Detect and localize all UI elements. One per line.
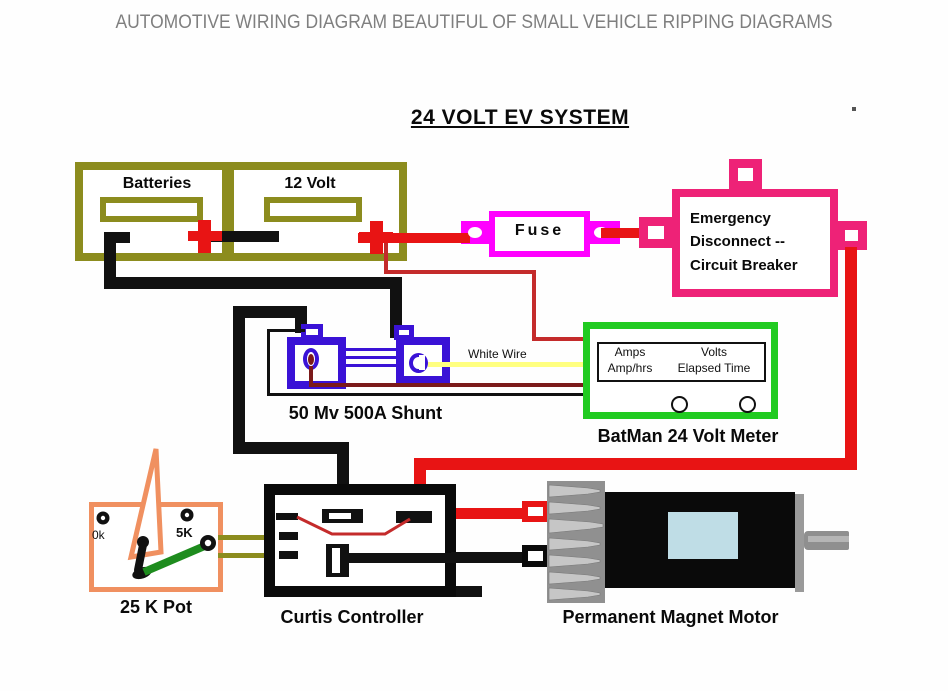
pot-wiper-ring-inner — [204, 539, 212, 547]
breaker-box — [672, 189, 838, 297]
breaker-tab-top — [729, 159, 762, 190]
wire-throttle-red — [296, 515, 411, 536]
wire-volt-sense-4 — [532, 337, 586, 341]
meter-col2: Volts Elapsed Time — [668, 345, 760, 376]
wire-volt-sense-2 — [384, 270, 536, 274]
breaker-tab-left — [639, 217, 673, 248]
motor-nameplate — [668, 512, 738, 559]
controller-terminal-left2 — [279, 532, 298, 540]
wire-negative-run — [104, 277, 402, 289]
pot-green-arm — [142, 541, 209, 576]
breaker-label-line3: Circuit Breaker — [690, 256, 798, 274]
shunt-label: 50 Mv 500A Shunt — [288, 403, 443, 423]
wire-pot-olive-2 — [218, 553, 286, 558]
wire-volt-sense-3 — [532, 270, 536, 341]
controller-terminal-left1 — [276, 513, 298, 520]
meter-col2-line1: Volts — [700, 345, 727, 359]
stray-dot — [852, 107, 856, 111]
diagram-title: 24 VOLT EV SYSTEM — [410, 106, 630, 129]
controller-bottom-extension — [456, 586, 482, 597]
wire-breaker-down — [845, 247, 857, 470]
breaker-label-line1: Emergency — [690, 210, 771, 227]
wire-battery-negative-stub — [106, 232, 130, 243]
white-wire-label: White Wire — [468, 347, 527, 361]
meter-col2-line2: Elapsed Time — [677, 360, 751, 375]
pot-black-arm — [134, 541, 147, 574]
motor-shaft-highlight — [808, 536, 849, 542]
fuse-hole-left — [468, 227, 482, 238]
motor-end-cap — [795, 494, 804, 592]
motor-label: Permanent Magnet Motor — [562, 607, 779, 627]
wire-fuse-to-breaker — [601, 228, 668, 238]
shunt-bar-1 — [345, 348, 397, 351]
pot-contact-rings — [96, 508, 194, 525]
shunt-bar-2 — [345, 356, 397, 359]
meter-col1-line1: Amps — [614, 345, 646, 359]
battery-cell-symbol-left — [100, 197, 203, 222]
fuse-box — [489, 211, 590, 257]
wire-shunt-b-1 — [233, 306, 307, 318]
wire-negative-to-shunt — [390, 277, 402, 338]
meter-display — [597, 342, 766, 382]
meter-button-right[interactable] — [739, 396, 756, 413]
wire-volt-sense-1 — [384, 243, 388, 274]
pot-label: 25 K Pot — [119, 597, 193, 617]
breaker-label-line2: Disconnect -- — [690, 233, 786, 251]
breaker-tab-right — [836, 221, 867, 250]
motor-fin-block — [547, 481, 605, 603]
controller-box — [264, 484, 456, 597]
wire-yellow-white-wire — [428, 362, 586, 367]
shunt-left-terminal-dot — [308, 354, 314, 365]
wire-battery-negative-down — [104, 232, 116, 289]
wire-battery-to-fuse — [358, 233, 470, 243]
controller-m-line — [349, 553, 456, 563]
wire-shunt-b-3 — [233, 442, 349, 454]
shunt-right-terminal-gap — [419, 355, 425, 370]
motor-connector-positive — [522, 501, 549, 522]
battery-left-label: Batteries — [122, 175, 192, 192]
wire-red-to-motor — [420, 508, 526, 519]
battery-right-label: 12 Volt — [284, 175, 336, 192]
motor-connector-negative — [522, 545, 549, 567]
fuse-label: Fuse — [514, 222, 565, 239]
controller-terminal-top-slot — [329, 513, 351, 519]
controller-label: Curtis Controller — [280, 607, 424, 627]
battery-cell-symbol-right — [264, 197, 362, 222]
controller-contactor-slot — [332, 548, 340, 573]
wire-battery-series-link — [205, 231, 279, 242]
wire-sense-maroon-1 — [309, 366, 313, 387]
meter-button-left[interactable] — [671, 396, 688, 413]
wire-sense-maroon-2 — [309, 383, 586, 387]
breaker-label: Emergency Disconnect -- Circuit Breaker — [690, 207, 798, 277]
wire-sense-black-2 — [267, 329, 270, 396]
meter-col1: Amps Amp/hrs — [599, 345, 661, 376]
pot-5k-label: 5K — [176, 525, 193, 540]
meter-col1-line2: Amp/hrs — [607, 360, 653, 375]
wire-shunt-b-2 — [233, 306, 245, 454]
pot-zero-label: 0k — [92, 528, 105, 542]
controller-terminal-left3 — [279, 551, 298, 559]
pot-lever-triangle — [127, 448, 164, 561]
wire-controller-to-motor — [451, 552, 526, 563]
wire-sense-black-3 — [267, 393, 586, 396]
wire-sense-black-1 — [267, 329, 305, 332]
shunt-bar-3 — [345, 364, 397, 367]
wire-pot-olive-1 — [218, 535, 286, 540]
plus-terminal-1-h — [188, 231, 222, 241]
meter-label: BatMan 24 Volt Meter — [597, 426, 779, 446]
wire-red-main-run — [414, 458, 857, 470]
controller-terminal-bplus — [396, 511, 432, 523]
page-title: AUTOMOTIVE WIRING DIAGRAM BEAUTIFUL OF S… — [115, 12, 833, 33]
